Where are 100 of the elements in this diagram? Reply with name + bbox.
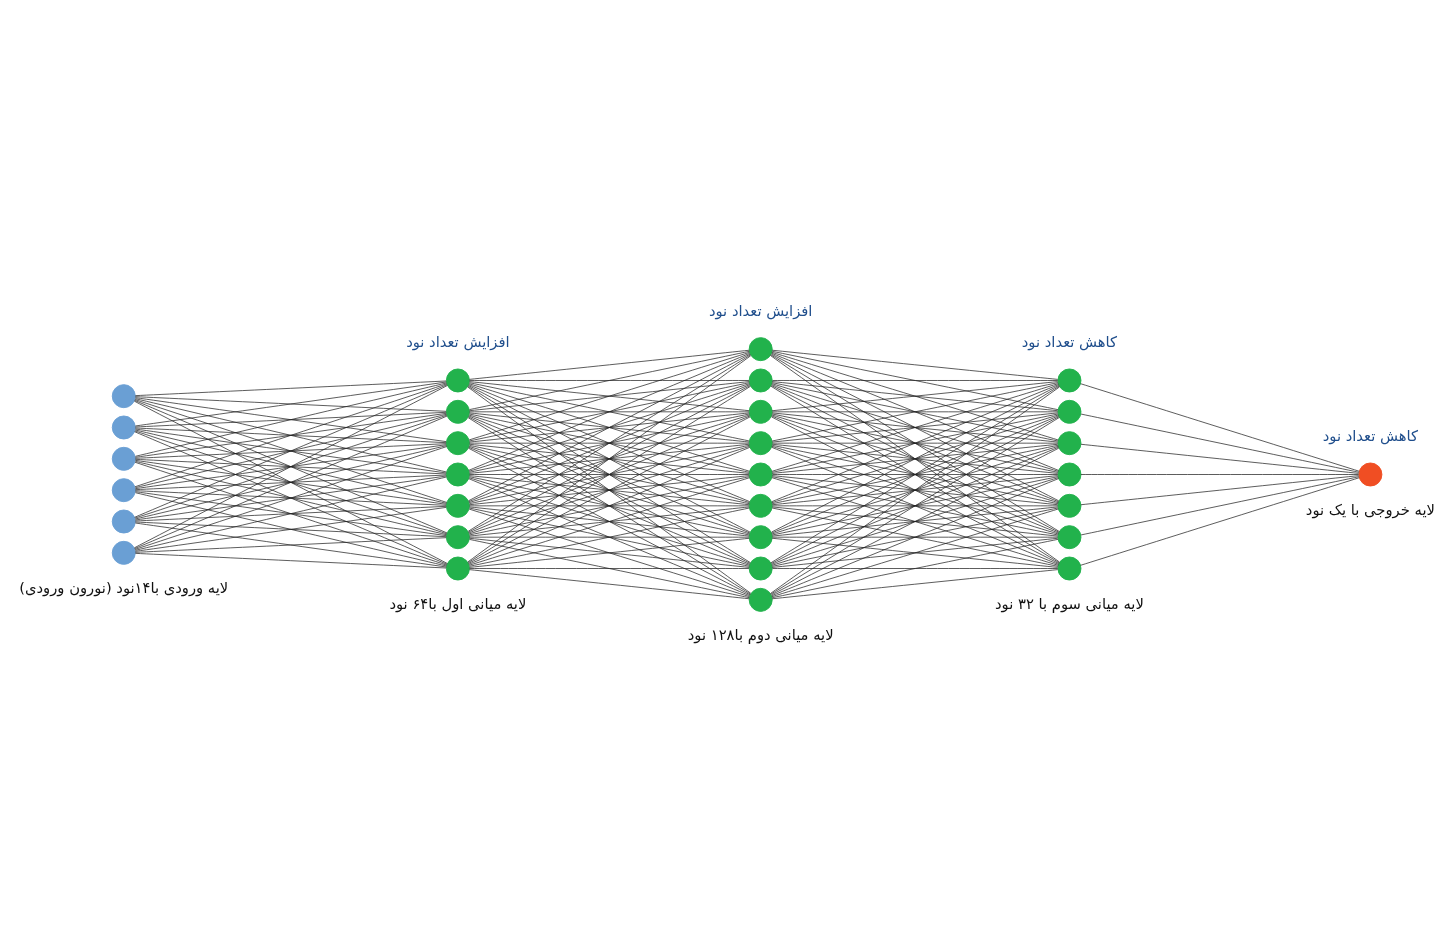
- connector: [469, 507, 750, 567]
- connector: [1080, 443, 1359, 474]
- connector: [1080, 413, 1360, 473]
- connector: [468, 447, 751, 595]
- label: لایه خروجی با یک نود: [1305, 500, 1435, 518]
- connector: [469, 412, 750, 442]
- node-circle: [1358, 462, 1383, 486]
- connector: [135, 429, 447, 504]
- connector: [135, 443, 447, 489]
- node-circle: [1057, 368, 1082, 392]
- node-circle: [111, 540, 136, 565]
- connector: [134, 430, 448, 534]
- connector: [469, 349, 750, 380]
- connector: [135, 521, 447, 537]
- connector: [469, 567, 750, 569]
- connector: [135, 489, 447, 506]
- node-circle: [748, 368, 773, 392]
- connector: [134, 415, 448, 549]
- node-circle: [748, 430, 773, 455]
- connector: [135, 380, 447, 396]
- connector: [133, 400, 448, 564]
- connector: [135, 476, 447, 551]
- connector: [771, 507, 1059, 567]
- connector: [468, 416, 751, 564]
- connector: [771, 415, 1059, 533]
- node-circle: [445, 399, 470, 424]
- connector: [772, 536, 1059, 538]
- connector: [133, 384, 448, 548]
- node-circle: [111, 477, 136, 502]
- connector: [134, 430, 448, 565]
- node-circle: [111, 509, 136, 533]
- node-circle: [748, 587, 773, 612]
- connector: [771, 568, 1059, 599]
- connector: [135, 491, 447, 566]
- connector: [1080, 382, 1360, 472]
- connector: [134, 414, 448, 518]
- connector: [770, 416, 1060, 595]
- connector: [135, 459, 447, 505]
- connector: [1080, 474, 1359, 505]
- node-circle: [1057, 493, 1082, 518]
- label: کاهش تعداد نود: [1021, 332, 1118, 350]
- connector: [771, 350, 1059, 410]
- node-circle: [1057, 524, 1082, 549]
- connector: [468, 476, 750, 566]
- connector: [469, 443, 750, 474]
- connector: [771, 508, 1059, 597]
- connector: [469, 442, 750, 444]
- connector: [135, 411, 447, 427]
- connector: [469, 537, 750, 568]
- connector: [1080, 473, 1359, 475]
- connector: [772, 410, 1059, 412]
- label: افزایش تعداد نود: [406, 332, 510, 350]
- connector: [771, 351, 1059, 440]
- label: لایه میانی دوم با۱۲۸ نود: [687, 625, 834, 643]
- node-circle: [445, 493, 470, 518]
- connector: [469, 536, 750, 538]
- label: لایه میانی اول با۶۴ نود: [389, 594, 527, 612]
- connector: [771, 506, 1059, 536]
- node-circle: [111, 383, 136, 408]
- node-circle: [748, 556, 773, 580]
- connector: [771, 474, 1059, 505]
- connector: [771, 446, 1059, 565]
- connector: [468, 445, 750, 534]
- connector: [771, 445, 1059, 534]
- connector: [468, 477, 751, 596]
- connector: [469, 568, 750, 599]
- node-circle: [445, 368, 470, 392]
- connector: [469, 379, 750, 381]
- connector: [771, 414, 1059, 503]
- label: لایه ورودی با۱۴نود (نورون ورودی): [19, 578, 229, 596]
- connector: [135, 382, 447, 457]
- connector: [771, 477, 1059, 596]
- connector: [771, 349, 1059, 380]
- connector: [135, 552, 447, 568]
- connector: [468, 414, 750, 503]
- connector: [135, 442, 447, 459]
- connector: [135, 536, 447, 553]
- connector: [469, 413, 750, 473]
- connector: [135, 458, 447, 474]
- connector: [468, 383, 751, 502]
- connector: [771, 476, 1059, 566]
- connector: [135, 490, 447, 536]
- connector: [135, 413, 447, 488]
- connector: [134, 399, 448, 533]
- connector: [468, 353, 751, 501]
- node-circle: [445, 556, 470, 580]
- connector: [469, 410, 750, 412]
- connector: [135, 505, 447, 521]
- node-circle: [1057, 462, 1082, 486]
- connector: [135, 506, 447, 552]
- connector: [135, 397, 447, 472]
- connector: [469, 538, 750, 598]
- node-circle: [748, 336, 773, 361]
- label: کاهش تعداد نود: [1322, 426, 1419, 444]
- connector: [468, 351, 750, 440]
- connector: [468, 446, 751, 565]
- connector: [771, 444, 1059, 504]
- connector: [771, 475, 1059, 535]
- connector: [469, 506, 750, 536]
- connector: [771, 352, 1059, 471]
